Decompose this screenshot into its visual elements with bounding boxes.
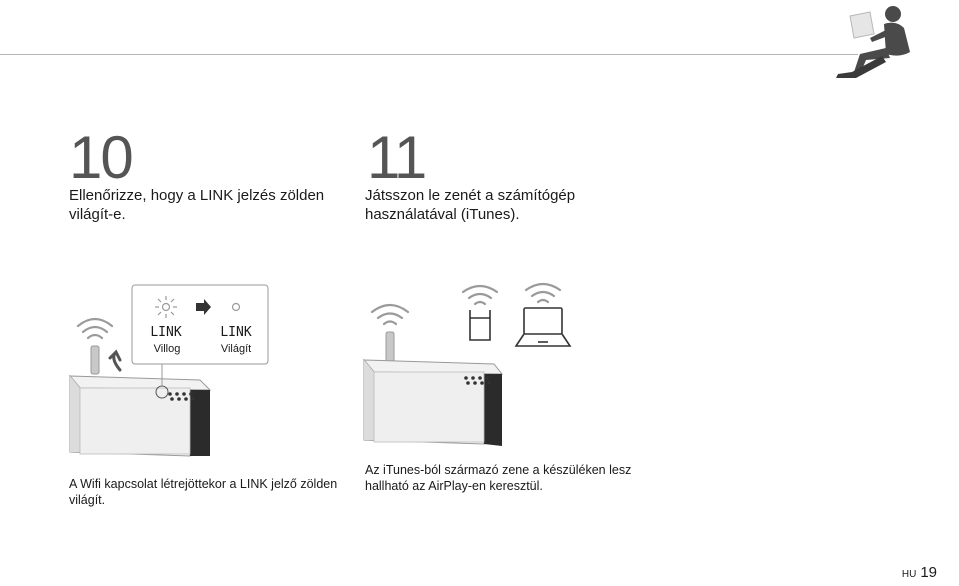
step-11-instruction: Játsszon le zenét a számítógép használat… bbox=[365, 186, 575, 224]
laptop-icon bbox=[514, 307, 572, 347]
lit-label: Világít bbox=[221, 343, 251, 355]
step-10-caption-line-1: A Wifi kapcsolat létrejöttekor a LINK je… bbox=[69, 477, 338, 491]
arrow-icon bbox=[108, 349, 122, 372]
person-with-laptop-icon bbox=[836, 6, 910, 78]
wifi-signal-icon bbox=[524, 282, 562, 304]
arrow-icon bbox=[196, 299, 211, 315]
page-footer: HU 19 bbox=[902, 564, 937, 586]
step-10-illustration: LINK LINK Villog Világít bbox=[68, 284, 269, 457]
step-11-caption: Az iTunes-ból származó zene a készüléken… bbox=[365, 462, 631, 494]
step-10-text-line-1: Ellenőrizze, hogy a LINK jelzés zölden bbox=[69, 187, 325, 204]
wifi-signal-icon bbox=[461, 284, 499, 306]
step-10-instruction: Ellenőrizze, hogy a LINK jelzés zölden v… bbox=[69, 186, 324, 224]
led-icon bbox=[231, 302, 241, 312]
step-11-text-line-2: használatával (iTunes). bbox=[365, 206, 520, 223]
link-label-blinking: LINK bbox=[150, 325, 181, 340]
header-rule bbox=[0, 54, 858, 55]
step-11-caption-line-2: hallható az AirPlay-en keresztül. bbox=[365, 479, 543, 493]
step-10-caption: A Wifi kapcsolat létrejöttekor a LINK je… bbox=[69, 476, 337, 508]
step-11-illustration bbox=[362, 282, 572, 446]
step-10-text-line-2: világít-e. bbox=[69, 206, 126, 223]
step-11-caption-line-1: Az iTunes-ból származó zene a készüléken… bbox=[365, 463, 632, 477]
speaker-icon bbox=[68, 374, 212, 457]
speaker-antenna bbox=[90, 345, 100, 375]
speaker-antenna bbox=[385, 331, 395, 363]
page-number: 19 bbox=[920, 564, 937, 581]
blinking-label: Villog bbox=[154, 343, 181, 355]
link-label-lit: LINK bbox=[220, 325, 251, 340]
step-10-number: 10 bbox=[69, 124, 134, 191]
language-code: HU bbox=[901, 569, 917, 580]
step-11-number: 11 bbox=[367, 124, 427, 191]
step-10-caption-line-2: világít. bbox=[69, 493, 106, 507]
speaker-icon bbox=[362, 358, 504, 446]
led-icon bbox=[155, 296, 177, 318]
router-icon bbox=[469, 310, 491, 341]
step-11-text-line-1: Játsszon le zenét a számítógép bbox=[365, 187, 576, 204]
wifi-signal-icon bbox=[76, 317, 114, 340]
wifi-signal-icon bbox=[370, 303, 410, 326]
